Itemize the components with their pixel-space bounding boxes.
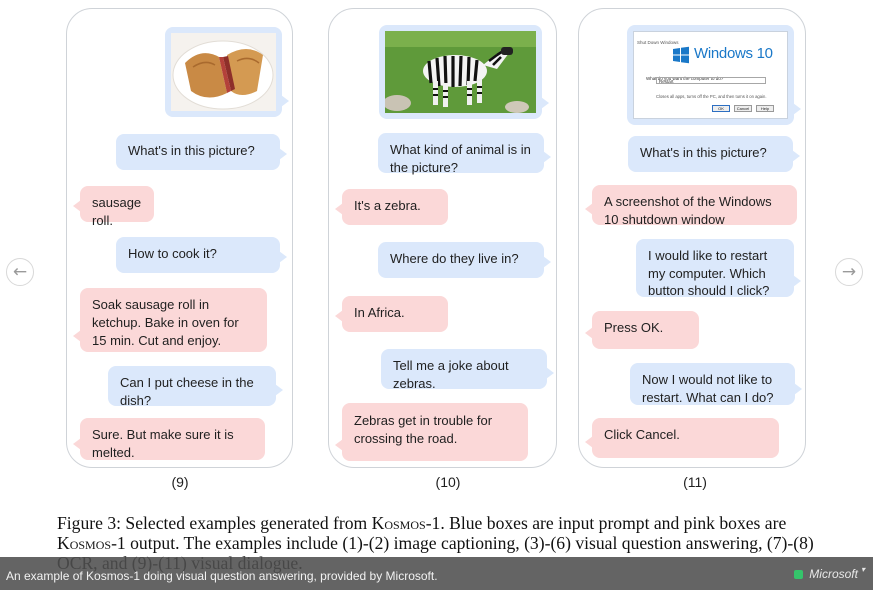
dialogue-panel-9: What's in this picture? sausage roll. Ho… [66, 8, 293, 468]
dialogue-panel-10: What kind of animal is in the picture? I… [328, 8, 557, 468]
input-bubble: Can I put cheese in the dish? [108, 366, 283, 408]
input-bubble: I would like to restart my computer. Whi… [636, 239, 801, 298]
input-bubble: What's in this picture? [628, 136, 800, 172]
panel-number: (9) [171, 474, 189, 490]
image-caption-text: An example of Kosmos-1 doing visual ques… [6, 569, 438, 583]
windows-shutdown-screenshot: Shut Down Windows Windows 10 What do you… [633, 31, 788, 119]
output-bubble: Soak sausage roll in ketchup. Bake in ov… [73, 288, 267, 352]
brand-logo-icon [794, 569, 804, 579]
image-bubble [165, 27, 289, 117]
input-bubble: What kind of animal is in the picture? [378, 133, 551, 175]
zebra-photo [385, 31, 536, 113]
sausage-roll-photo [171, 33, 276, 111]
right-arrow-icon: → [841, 262, 857, 282]
left-arrow-icon: ← [12, 262, 28, 282]
dialogue-panel-11: Shut Down Windows Windows 10 What do you… [578, 8, 806, 468]
credit-link[interactable]: Microsoft ▾ [794, 564, 865, 581]
output-bubble: Press OK. [585, 311, 699, 349]
output-bubble: A screenshot of the Windows 10 shutdown … [585, 185, 797, 227]
input-bubble: How to cook it? [116, 237, 287, 273]
panel-number: (11) [683, 474, 707, 490]
input-bubble: Now I would not like to restart. What ca… [630, 363, 802, 405]
output-bubble: Zebras get in trouble for crossing the r… [335, 403, 528, 461]
output-bubble: Click Cancel. [585, 418, 779, 458]
output-bubble: sausage roll. [73, 186, 154, 228]
output-bubble: In Africa. [335, 296, 448, 332]
image-bubble [379, 25, 549, 119]
windows-logo-icon [673, 46, 689, 64]
input-bubble: Tell me a joke about zebras. [381, 349, 554, 391]
output-bubble: It's a zebra. [335, 189, 448, 225]
panel-number: (10) [435, 474, 461, 490]
output-bubble: Sure. But make sure it is melted. [73, 418, 265, 460]
previous-button[interactable]: ← [6, 258, 34, 286]
input-bubble: Where do they live in? [378, 242, 551, 278]
next-button[interactable]: → [835, 258, 863, 286]
brand-name: Microsoft [809, 567, 858, 581]
image-caption-bar: An example of Kosmos-1 doing visual ques… [0, 557, 873, 590]
caret-down-icon: ▾ [860, 564, 865, 574]
input-bubble: What's in this picture? [116, 134, 287, 170]
image-bubble: Shut Down Windows Windows 10 What do you… [627, 25, 801, 125]
